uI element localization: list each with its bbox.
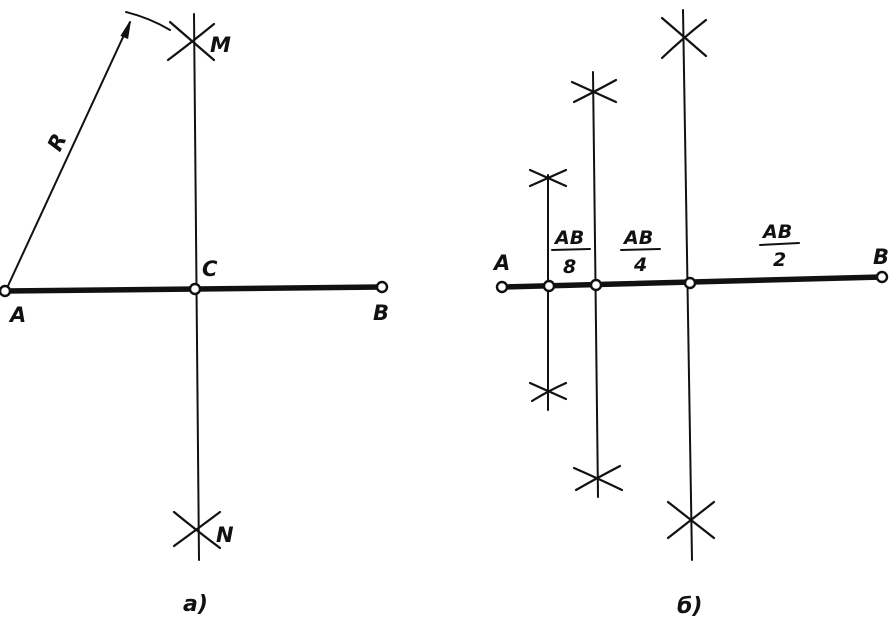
arc-mark-3-top-2 bbox=[660, 18, 708, 60]
radius-arrowhead-icon bbox=[120, 21, 131, 40]
panel-a: A B C M N R a) bbox=[0, 11, 389, 617]
point-eighth bbox=[542, 279, 556, 293]
point-c bbox=[188, 282, 202, 296]
fraction-4-denominator: 4 bbox=[633, 254, 647, 276]
caption-a: a) bbox=[183, 592, 208, 617]
label-a-2: A bbox=[492, 251, 510, 275]
label-n: N bbox=[216, 523, 234, 547]
radius-arc-mark bbox=[125, 11, 171, 31]
fraction-8-bar bbox=[551, 248, 591, 251]
arc-mark-2-bottom-2 bbox=[574, 464, 622, 492]
arc-mark-1-top-2 bbox=[528, 168, 568, 188]
arc-mark-m-2 bbox=[166, 22, 216, 62]
arc-mark-1-bottom-2 bbox=[530, 381, 568, 403]
radius-line bbox=[6, 21, 131, 289]
label-m: M bbox=[210, 33, 231, 57]
point-a bbox=[0, 284, 12, 298]
arc-mark-n-2 bbox=[172, 510, 222, 548]
label-b-2: B bbox=[873, 245, 889, 269]
point-b-2 bbox=[875, 270, 889, 284]
point-half bbox=[683, 276, 697, 290]
caption-b: б) bbox=[677, 594, 702, 619]
arc-mark-3-top-1 bbox=[660, 16, 708, 58]
label-r: R bbox=[43, 130, 72, 155]
fraction-8-denominator: 8 bbox=[563, 256, 576, 278]
point-a-2 bbox=[495, 280, 509, 294]
fraction-2-denominator: 2 bbox=[773, 249, 786, 271]
fraction-2-bar bbox=[759, 242, 800, 246]
fraction-4-numerator: AB bbox=[622, 227, 653, 249]
label-a: A bbox=[8, 303, 26, 327]
fraction-ab-2: AB 2 bbox=[759, 221, 800, 271]
fraction-8-numerator: AB bbox=[553, 227, 584, 249]
fraction-ab-8: AB 8 bbox=[551, 227, 591, 278]
fraction-4-bar bbox=[620, 248, 661, 251]
point-b bbox=[375, 280, 389, 294]
panel-b: A B AB 8 AB 4 AB 2 б) bbox=[492, 9, 889, 619]
arc-mark-3-bottom-2 bbox=[666, 500, 716, 540]
label-b: B bbox=[373, 301, 389, 325]
fraction-ab-4: AB 4 bbox=[620, 227, 661, 276]
point-quarter bbox=[589, 278, 603, 292]
label-c: C bbox=[202, 257, 218, 281]
arc-mark-2-top-2 bbox=[572, 78, 618, 104]
fraction-2-numerator: AB bbox=[761, 221, 792, 243]
